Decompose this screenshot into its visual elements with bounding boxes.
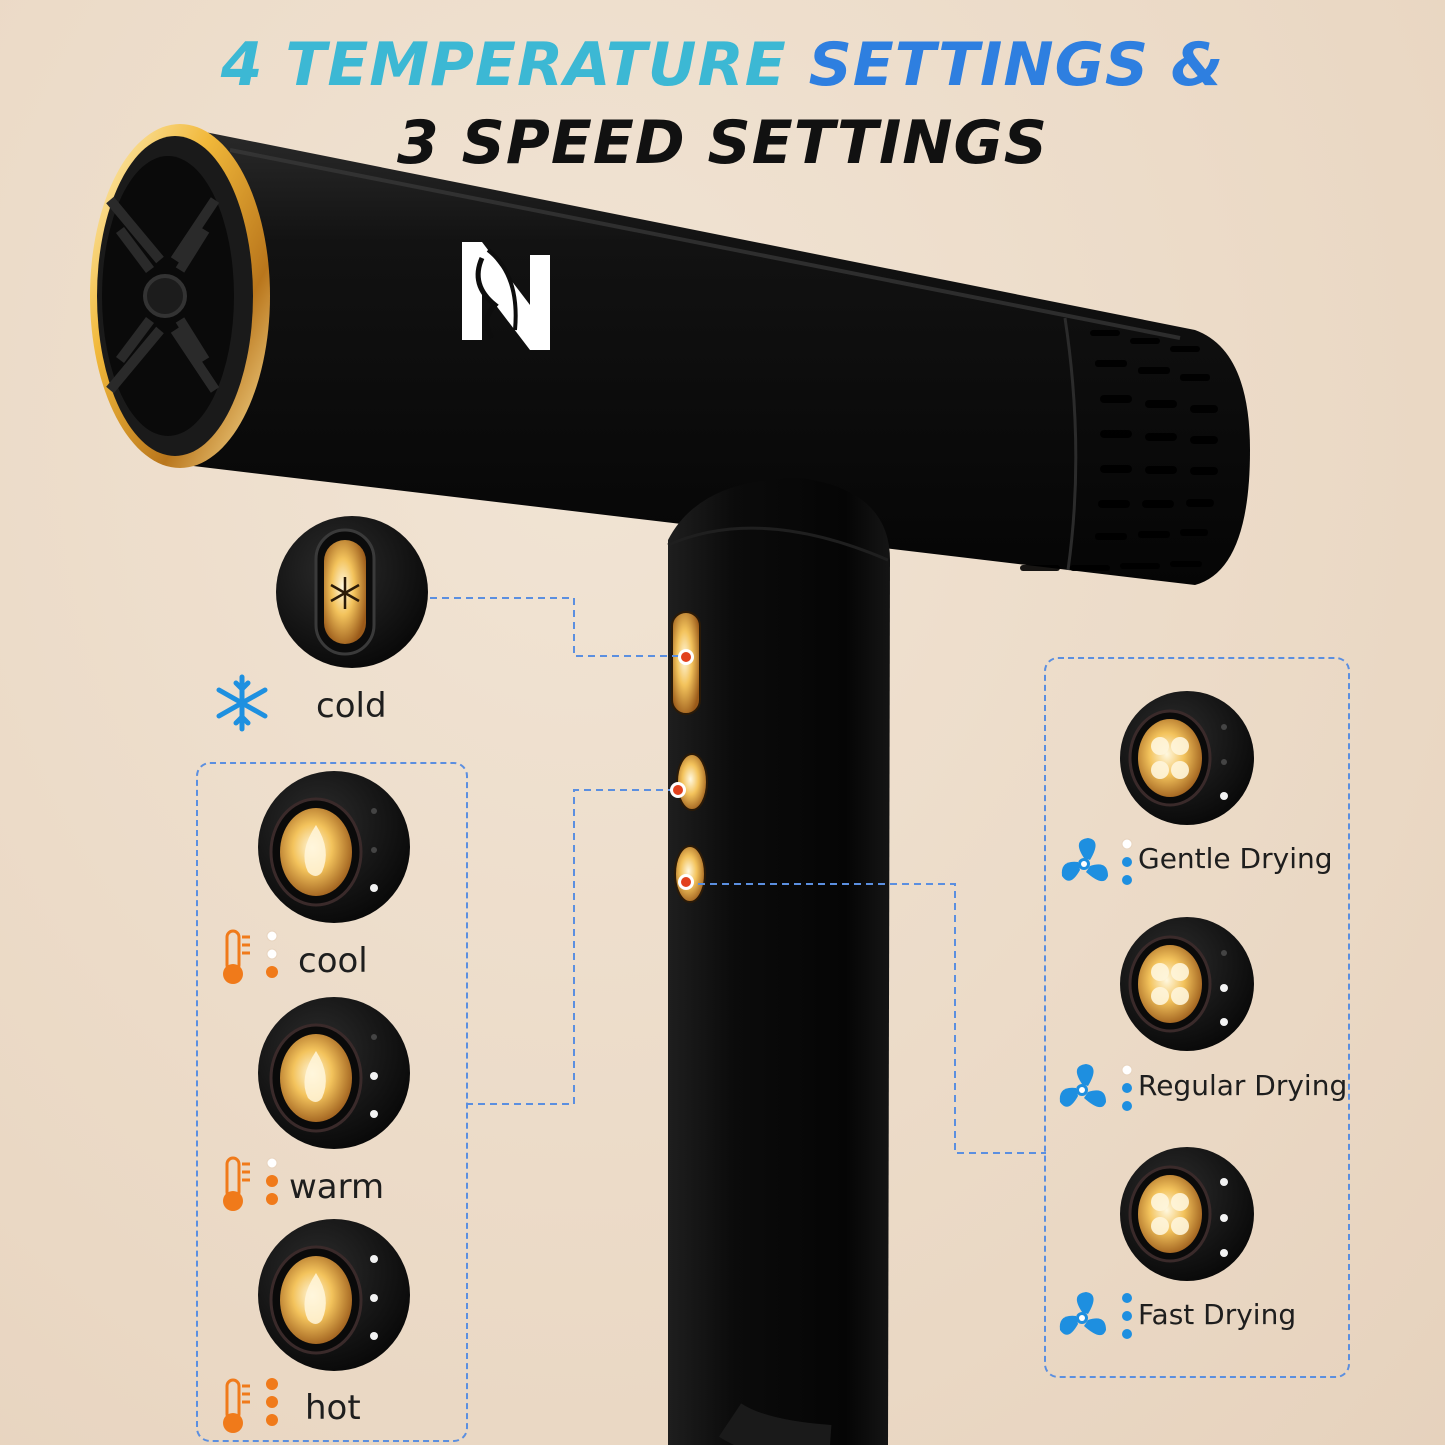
temp-hot-closeup: [258, 1219, 410, 1371]
speed-button[interactable]: [674, 845, 706, 903]
gentle-level-dots: [1121, 838, 1133, 885]
fan-icon: [1059, 1292, 1106, 1336]
headline-line-1: 4 TEMPERATURE SETTINGS &: [0, 30, 1445, 100]
snowflake-icon: [216, 674, 268, 732]
gentle-drying-label: Gentle Drying: [1138, 842, 1333, 875]
cool-level-dots: [266, 930, 278, 978]
temperature-button[interactable]: [676, 753, 708, 811]
speed-fast-closeup: [1120, 1147, 1254, 1281]
grille-icon: [106, 196, 220, 394]
fan-icon: [1059, 1064, 1106, 1108]
speed-regular-closeup: [1120, 917, 1254, 1051]
fast-drying-label: Fast Drying: [1138, 1298, 1297, 1331]
regular-level-dots: [1121, 1064, 1133, 1111]
cold-label: cold: [316, 686, 387, 726]
temp-cool-closeup: [258, 771, 410, 923]
snowflake-small-icon: [330, 577, 360, 609]
fan-icon: [1061, 838, 1108, 882]
dryer-barrel: [185, 128, 1250, 585]
headline-line-2: 3 SPEED SETTINGS: [397, 108, 1048, 178]
button-markers: [670, 649, 694, 890]
hot-level-dots: [266, 1378, 278, 1426]
headline-temperature-text: 4 TEMPERATURE: [220, 30, 787, 100]
thermometer-icon: [223, 1378, 250, 1433]
thermometer-icon: [223, 929, 250, 984]
thermometer-icon: [223, 1156, 250, 1211]
speed-gentle-closeup: [1120, 691, 1254, 825]
fast-level-dots: [1122, 1293, 1132, 1339]
dryer-handle: [667, 478, 890, 1445]
regular-drying-label: Regular Drying: [1138, 1069, 1348, 1102]
callout-connectors: [430, 597, 1046, 1154]
temp-warm-closeup: [258, 997, 410, 1149]
warm-label: warm: [289, 1167, 385, 1207]
cold-button-closeup: [276, 516, 428, 668]
warm-level-dots: [266, 1157, 278, 1205]
speed-levels-box: [1044, 657, 1350, 1378]
dryer-nozzle: [90, 124, 270, 468]
brand-logo-icon: [462, 242, 550, 350]
headline-settings-text: SETTINGS &: [808, 30, 1225, 100]
cool-label: cool: [298, 941, 368, 981]
hot-label: hot: [305, 1388, 361, 1428]
temperature-levels-box: [196, 762, 468, 1442]
